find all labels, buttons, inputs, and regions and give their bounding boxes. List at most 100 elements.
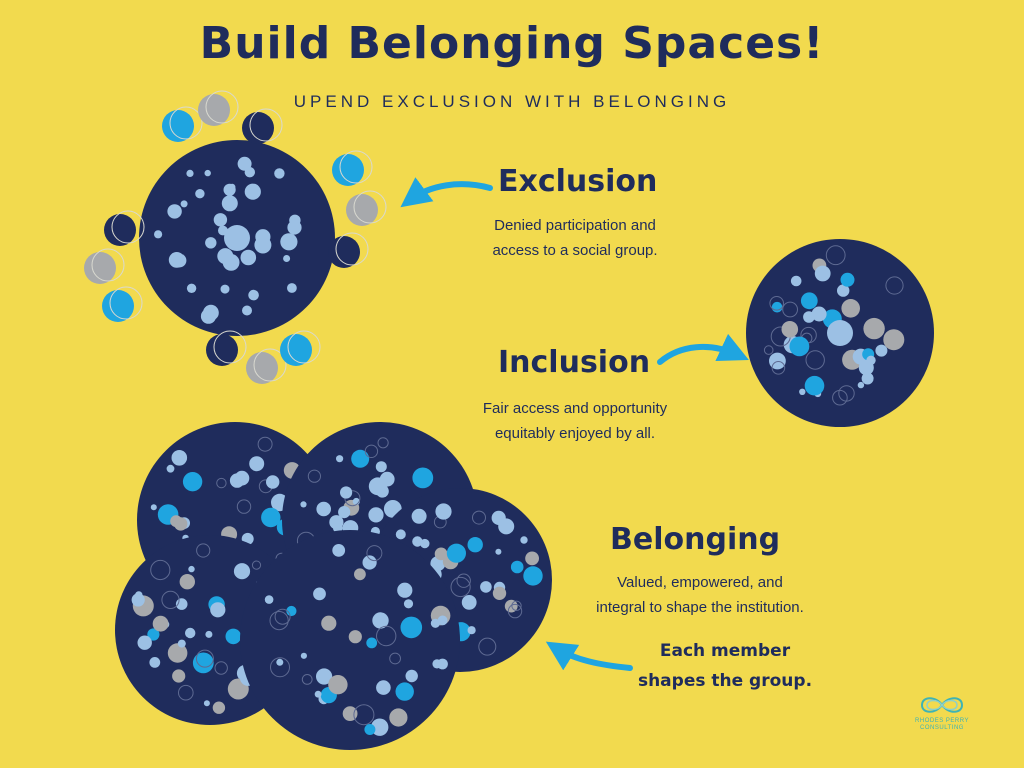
excluded-member	[162, 110, 194, 142]
member-dot	[212, 701, 226, 714]
member-dot	[437, 615, 448, 626]
member-ring	[253, 348, 287, 382]
member-dot	[789, 336, 810, 357]
member-dot	[397, 582, 413, 598]
member-dot	[495, 548, 502, 555]
member-dot	[203, 700, 210, 707]
member-ring	[472, 510, 486, 525]
member-dot	[154, 230, 163, 239]
member-dot	[137, 635, 152, 650]
belonging-note-line: Each member	[659, 641, 791, 661]
exclusion-heading: Exclusion	[498, 164, 658, 199]
exclusion-illustration	[84, 90, 387, 384]
member-dot	[147, 628, 160, 641]
member-dot	[274, 168, 285, 179]
member-dot	[266, 475, 280, 489]
member-ring	[769, 296, 785, 311]
member-dot	[395, 529, 406, 540]
member-dot	[790, 275, 802, 287]
member-ring	[335, 232, 369, 266]
member-ring	[196, 543, 211, 558]
member-dot	[205, 630, 213, 638]
member-dot	[875, 344, 888, 357]
member-dot	[332, 544, 346, 557]
member-dot	[313, 587, 326, 601]
member-dot	[224, 225, 250, 251]
excluded-member	[84, 252, 116, 284]
member-dot	[242, 305, 252, 316]
member-dot	[200, 308, 217, 324]
member-dot	[286, 605, 297, 617]
page-title: Build Belonging Spaces!	[199, 18, 825, 69]
member-dot	[362, 555, 377, 570]
member-ring	[251, 560, 262, 570]
member-ring	[178, 684, 194, 701]
member-ring	[307, 469, 321, 483]
member-dot	[467, 537, 483, 553]
member-ring	[353, 190, 387, 224]
excluded-member	[198, 94, 230, 126]
member-dot	[149, 657, 161, 668]
member-dot	[172, 669, 186, 683]
excluded-member	[206, 334, 238, 366]
member-dot	[811, 306, 827, 322]
member-ring	[389, 652, 402, 665]
member-dot	[435, 503, 452, 520]
logo-text-line: CONSULTING	[920, 725, 964, 731]
member-dot	[411, 508, 427, 524]
member-dot	[131, 593, 145, 607]
member-ring	[805, 350, 825, 370]
member-dot	[321, 615, 337, 631]
member-dot	[248, 289, 259, 301]
member-dot	[167, 643, 188, 663]
logo-text-line: RHODES PERRY	[915, 718, 969, 724]
member-dot	[861, 372, 874, 385]
member-dot	[403, 599, 414, 609]
member-ring	[353, 704, 375, 726]
member-dot	[492, 586, 507, 600]
member-ring	[478, 637, 497, 656]
member-dot	[375, 461, 387, 473]
logo-text: RHODES PERRY CONSULTING	[912, 718, 972, 732]
member-ring	[339, 150, 373, 184]
member-dot	[840, 272, 855, 287]
member-dot	[799, 388, 806, 395]
inclusion-illustration	[746, 239, 934, 427]
member-ring	[450, 576, 471, 598]
member-dot	[185, 627, 196, 639]
member-ring	[825, 245, 846, 266]
member-dot	[225, 628, 242, 645]
member-dot	[412, 536, 423, 547]
belonging-arrow	[545, 641, 633, 671]
member-ring	[205, 90, 239, 124]
member-ring	[216, 477, 227, 489]
member-ring	[91, 248, 125, 282]
member-ring	[511, 600, 522, 611]
member-dot	[841, 299, 860, 318]
member-dot	[461, 595, 477, 610]
member-dot	[186, 169, 194, 177]
member-dot	[240, 249, 257, 266]
member-ring	[885, 276, 904, 295]
member-dot	[182, 472, 203, 492]
member-dot	[300, 501, 307, 508]
member-ring	[214, 661, 228, 675]
exclusion-arrow	[400, 177, 493, 208]
member-dot	[883, 329, 905, 351]
inclusion-description: Fair access and opportunity equitably en…	[460, 396, 690, 446]
excluded-member	[328, 236, 360, 268]
member-dot	[220, 284, 230, 294]
excluded-member	[346, 194, 378, 226]
member-dot	[368, 507, 384, 523]
member-dot	[769, 352, 786, 370]
belonging-description-line: integral to shape the institution.	[596, 599, 804, 616]
belonging-note-line: shapes the group.	[637, 671, 813, 691]
member-dot	[244, 183, 261, 200]
inclusion-description-line: equitably enjoyed by all.	[494, 425, 656, 442]
member-ring	[287, 330, 321, 364]
member-ring	[213, 330, 247, 364]
exclusion-description-line: access to a social group.	[492, 242, 658, 259]
member-dot	[205, 237, 217, 249]
member-dot	[336, 455, 344, 463]
member-ring	[763, 345, 774, 355]
